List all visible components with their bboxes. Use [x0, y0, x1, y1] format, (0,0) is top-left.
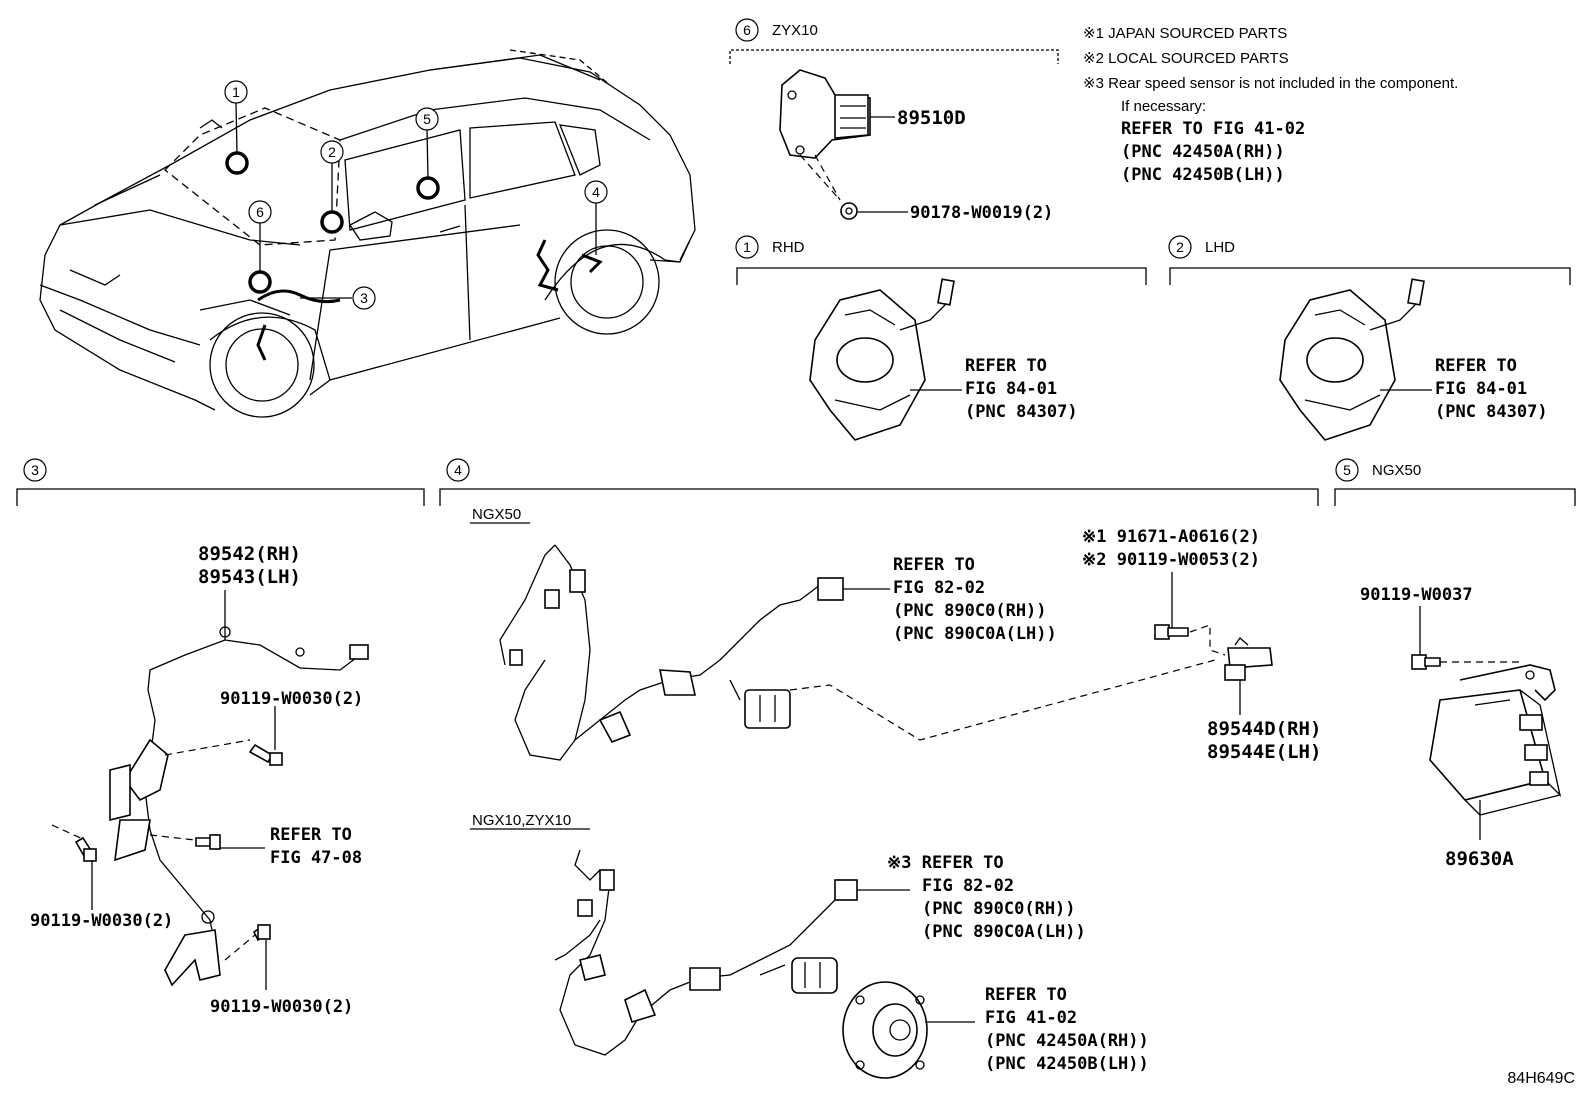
section-2: 2 LHD REFER TO FIG 84-01 (PNC 84307)	[1168, 235, 1571, 441]
part-89543-lh: 89543(LH)	[198, 566, 301, 588]
note-if-necessary: If necessary:	[1121, 98, 1206, 115]
callout-3: 3	[360, 290, 368, 306]
vehicle-illustration	[39, 49, 696, 418]
spiral-cable-lhd-drawing	[1279, 278, 1425, 441]
hub-ref-1: REFER TO	[985, 985, 1067, 1005]
bolt-90119-W0030-c: 90119-W0030(2)	[210, 997, 353, 1017]
part-89544E-lh: 89544E(LH)	[1207, 741, 1321, 763]
section-5: 5 NGX50 90119-W0037 89630A	[1334, 458, 1576, 870]
front-speed-sensor-drawing	[109, 626, 369, 987]
section-4-sub2-ref-4: (PNC 890C0A(LH))	[922, 922, 1086, 942]
note-japan-sourced: ※1 JAPAN SOURCED PARTS	[1083, 25, 1287, 42]
section-4-sub1-ref-3: (PNC 890C0(RH))	[893, 601, 1047, 621]
section-4-sub1-ref-4: (PNC 890C0A(LH))	[893, 624, 1057, 644]
section-5-number: 5	[1343, 462, 1351, 478]
section-1: 1 RHD REFER TO FIG 84-01 (PNC 84307)	[735, 235, 1147, 441]
section-4-sub2-ref-3: (PNC 890C0(RH))	[922, 899, 1076, 919]
section-1-ref-1: REFER TO	[965, 356, 1047, 376]
hub-ref-2: FIG 41-02	[985, 1008, 1077, 1028]
notes-block: ※1 JAPAN SOURCED PARTS ※2 LOCAL SOURCED …	[1083, 25, 1458, 185]
bolt-90119-W0030-a: 90119-W0030(2)	[220, 689, 363, 709]
diagram-code: 84H649C	[1507, 1070, 1575, 1087]
rear-speed-sensor-ngx10-drawing	[554, 849, 858, 1056]
callout-4: 4	[592, 184, 600, 200]
section-6-number: 6	[743, 22, 751, 38]
part-89542-rh: 89542(RH)	[198, 543, 301, 565]
bolt-90119-W0053: ※2 90119-W0053(2)	[1082, 550, 1260, 570]
vehicle-callouts: 1 2 3 4 5 6	[224, 80, 608, 310]
rear-hub-bearing-drawing	[842, 981, 928, 1079]
ecu-89630A-drawing	[1429, 664, 1562, 816]
bolt-90119-W0037: 90119-W0037	[1360, 585, 1473, 605]
yaw-rate-sensor-drawing	[779, 69, 871, 220]
section-3-number: 3	[31, 462, 39, 478]
note-rear-speed-sensor: ※3 Rear speed sensor is not included in …	[1083, 75, 1458, 92]
section-4-sub2-ref-1: ※3 REFER TO	[887, 853, 1004, 873]
part-89544D-rh: 89544D(RH)	[1207, 718, 1321, 740]
note-local-sourced: ※2 LOCAL SOURCED PARTS	[1083, 50, 1289, 67]
section-4: 4 NGX50 REFER TO FIG 82-02 (PNC 890C0(RH…	[439, 458, 1321, 1079]
bolt-90119-W0030-b: 90119-W0030(2)	[30, 911, 173, 931]
section-6: 6 ZYX10 89510D 90178-W0019(2)	[729, 18, 1059, 223]
hub-ref-4: (PNC 42450B(LH))	[985, 1054, 1149, 1074]
callout-1: 1	[232, 84, 240, 100]
rear-speed-sensor-ngx50-drawing	[499, 544, 844, 761]
callout-5: 5	[423, 111, 431, 127]
section-4-sub1-label: NGX50	[472, 506, 521, 523]
section-4-sub1-ref-2: FIG 82-02	[893, 578, 985, 598]
section-2-ref-1: REFER TO	[1435, 356, 1517, 376]
bolt-91671-A0616: ※1 91671-A0616(2)	[1082, 527, 1260, 547]
section-5-label: NGX50	[1372, 462, 1421, 479]
section-3-ref-2: FIG 47-08	[270, 848, 362, 868]
section-1-ref-3: (PNC 84307)	[965, 402, 1078, 422]
section-2-ref-3: (PNC 84307)	[1435, 402, 1548, 422]
section-1-label: RHD	[772, 239, 805, 256]
hub-ref-3: (PNC 42450A(RH))	[985, 1031, 1149, 1051]
section-2-number: 2	[1176, 239, 1184, 255]
note-pnc-lh: (PNC 42450B(LH))	[1121, 165, 1285, 185]
note-pnc-rh: (PNC 42450A(RH))	[1121, 142, 1285, 162]
section-3: 3 89542(RH) 89543(LH) 90119-W0030(2) REF…	[16, 458, 425, 1017]
part-89510D: 89510D	[897, 107, 966, 129]
section-4-sub2-label: NGX10,ZYX10	[472, 812, 571, 829]
callout-6: 6	[256, 204, 264, 220]
spiral-cable-rhd-drawing	[809, 278, 955, 441]
bolt-90178-W0019: 90178-W0019(2)	[910, 203, 1053, 223]
note-refer-fig: REFER TO FIG 41-02	[1121, 119, 1305, 139]
section-3-ref-1: REFER TO	[270, 825, 352, 845]
section-1-ref-2: FIG 84-01	[965, 379, 1057, 399]
section-2-ref-2: FIG 84-01	[1435, 379, 1527, 399]
section-1-number: 1	[743, 239, 751, 255]
callout-circle	[224, 80, 248, 104]
part-89630A: 89630A	[1445, 848, 1514, 870]
section-4-number: 4	[454, 462, 462, 478]
section-6-label: ZYX10	[772, 22, 818, 39]
section-4-sub1-ref-1: REFER TO	[893, 555, 975, 575]
section-4-sub2-ref-2: FIG 82-02	[922, 876, 1014, 896]
section-2-label: LHD	[1205, 239, 1235, 256]
yaw-sensor-89544-drawing	[1224, 637, 1273, 681]
callout-2: 2	[328, 144, 336, 160]
